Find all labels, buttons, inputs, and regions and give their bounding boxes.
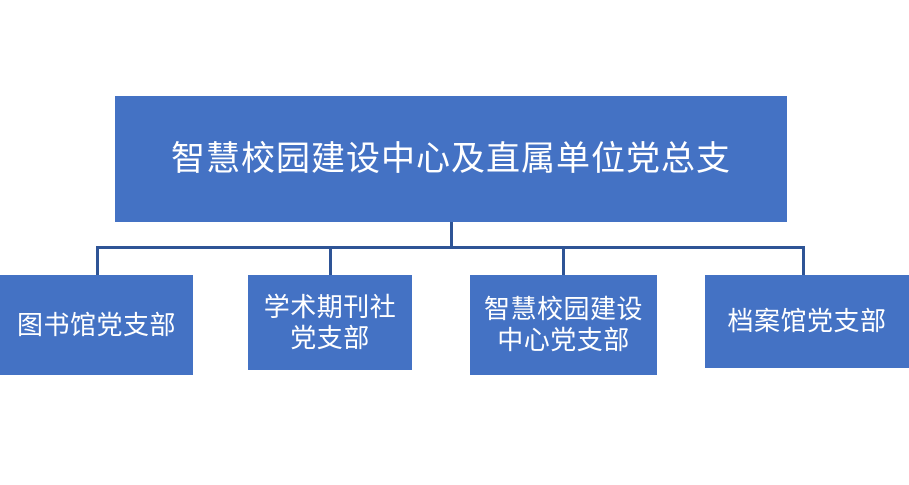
org-node-root[interactable]: 智慧校园建设中心及直属单位党总支 — [115, 96, 787, 222]
connector-drop-1 — [96, 246, 99, 275]
org-node-child-4[interactable]: 档案馆党支部 — [705, 275, 909, 368]
connector-root-stem — [450, 222, 453, 249]
connector-drop-3 — [562, 246, 565, 275]
connector-horizontal-bus — [96, 246, 805, 249]
org-node-child-1[interactable]: 图书馆党支部 — [0, 275, 193, 375]
connector-drop-4 — [802, 246, 805, 275]
org-node-child-3[interactable]: 智慧校园建设 中心党支部 — [470, 275, 657, 375]
org-node-child-2[interactable]: 学术期刊社 党支部 — [248, 275, 412, 370]
connector-drop-2 — [329, 246, 332, 275]
